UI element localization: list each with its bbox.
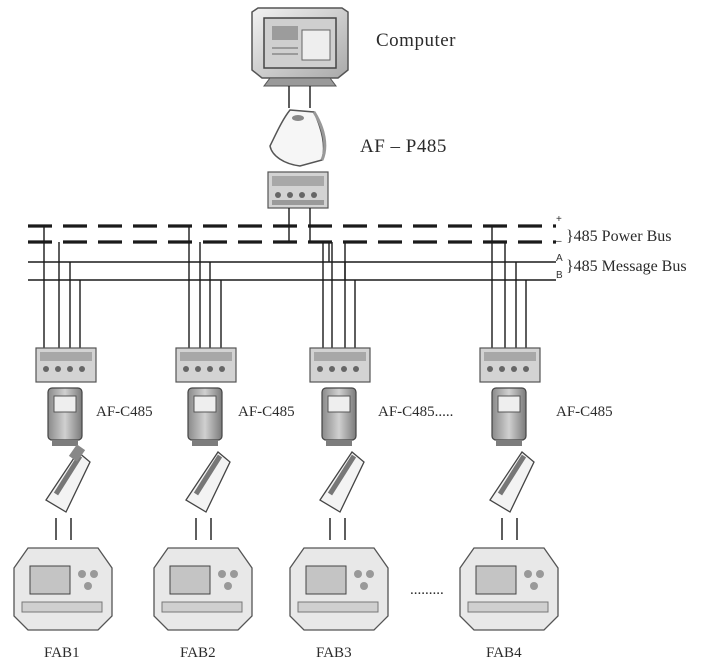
device-label-1: FAB1 [44,645,80,661]
device-label-2: FAB2 [180,645,216,661]
host-converter-icon [269,109,327,167]
node-drops [43,226,527,348]
cable-connector-icon [45,444,91,513]
device-label-3: FAB3 [316,645,352,661]
power-bus-lines [28,224,556,244]
message-bus-label: }485 Message Bus [566,258,687,275]
node-3 [289,347,389,631]
din-converter-icon [321,387,357,446]
host-converter-label: AF – P485 [360,136,447,157]
cable-connector-icon [489,451,535,513]
computer-label: Computer [376,30,456,51]
pin-b: B [556,270,563,281]
fab-device-icon [289,547,389,631]
fab-device-icon [459,547,559,631]
computer-icon [251,7,349,87]
ellipsis-label: ......... [410,582,444,598]
node-converter-label-1: AF-C485 [96,404,153,420]
host-terminal-block-icon [267,171,329,209]
cable-connector-icon [185,451,231,513]
node-converter-label-3: AF-C485..... [378,404,454,420]
node-1 [13,347,113,631]
fab-device-icon [13,547,113,631]
terminal-block-icon [35,347,97,383]
cable-connector-icon [319,451,365,513]
terminal-block-icon [309,347,371,383]
pin-plus: + [556,214,562,225]
pin-minus: – [556,236,562,247]
node-converter-label-2: AF-C485 [238,404,295,420]
terminal-block-icon [479,347,541,383]
computer-cable [288,86,311,108]
din-converter-icon [187,387,223,446]
fab-device-icon [153,547,253,631]
din-converter-icon [47,387,83,446]
host-bus-drops [288,208,346,280]
node-2 [153,347,253,631]
message-bus-lines [28,261,556,281]
node-4 [459,347,559,631]
din-converter-icon [491,387,527,446]
pin-a: A [556,253,563,264]
terminal-block-icon [175,347,237,383]
power-bus-label: }485 Power Bus [566,228,672,245]
device-label-4: FAB4 [486,645,522,661]
node-converter-label-4: AF-C485 [556,404,613,420]
